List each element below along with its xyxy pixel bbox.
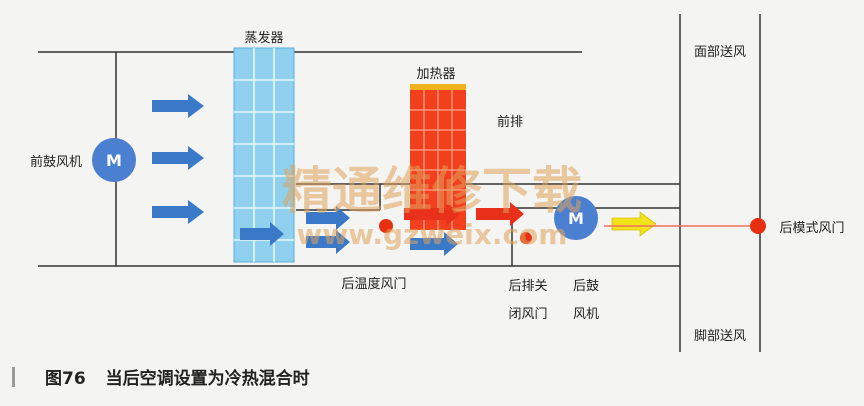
front-motor-symbol: M	[106, 151, 122, 170]
red-arrow-2	[476, 202, 524, 226]
front-vent-label: 前排	[497, 114, 523, 130]
duct-lines	[38, 14, 761, 352]
face-outlet-label: 面部送风	[694, 45, 746, 60]
rear-close-door-label-line1: 后排关	[508, 279, 547, 294]
rear-mode-door-label: 后模式风门	[779, 221, 844, 236]
red-arrow-1	[404, 202, 460, 226]
blue-arrow-7	[410, 232, 458, 256]
blue-arrow-4	[240, 222, 284, 246]
heater-label: 加热器	[416, 67, 455, 82]
rear-blower-label-line1: 后鼓	[573, 279, 599, 294]
heater	[410, 84, 466, 230]
rear-motor-symbol: M	[568, 209, 584, 228]
evaporator	[233, 47, 295, 263]
blue-arrow-6	[306, 230, 350, 254]
rear-blower-motor: M	[554, 196, 598, 240]
caption-text: 当后空调设置为冷热混合时	[105, 369, 310, 389]
rear-mode-door-dot	[750, 218, 766, 234]
figure-caption: 图76 当后空调设置为冷热混合时	[12, 364, 310, 389]
caption-number: 图76	[45, 369, 86, 389]
blue-arrow-3	[152, 200, 204, 224]
hvac-airflow-diagram: M M 蒸发器 加热器 前排 前鼓风机 后温度风门 后排关 闭风门 后鼓 风机 …	[30, 14, 845, 352]
front-blower-motor: M	[92, 138, 136, 182]
rear-blower-label-line2: 风机	[573, 307, 599, 322]
watermark-url: www.gzweix.com	[297, 218, 568, 251]
evaporator-label: 蒸发器	[244, 30, 283, 46]
blue-arrow-1	[152, 94, 204, 118]
blue-arrow-2	[152, 146, 204, 170]
rear-close-door-label-line2: 闭风门	[508, 307, 547, 322]
caption-marker	[12, 366, 15, 387]
rear-close-door-dot	[520, 232, 532, 244]
cool-air-arrows	[152, 94, 458, 256]
blue-arrow-5	[306, 206, 350, 230]
watermark-cn: 精通维修下载	[282, 162, 582, 220]
mixed-air-arrow	[611, 211, 657, 237]
warm-air-arrows	[404, 202, 524, 226]
rear-temp-door-dot	[379, 219, 393, 233]
front-blower-label: 前鼓风机	[30, 154, 82, 170]
rear-temp-door-label: 后温度风门	[341, 276, 406, 292]
foot-outlet-label: 脚部送风	[694, 328, 746, 344]
